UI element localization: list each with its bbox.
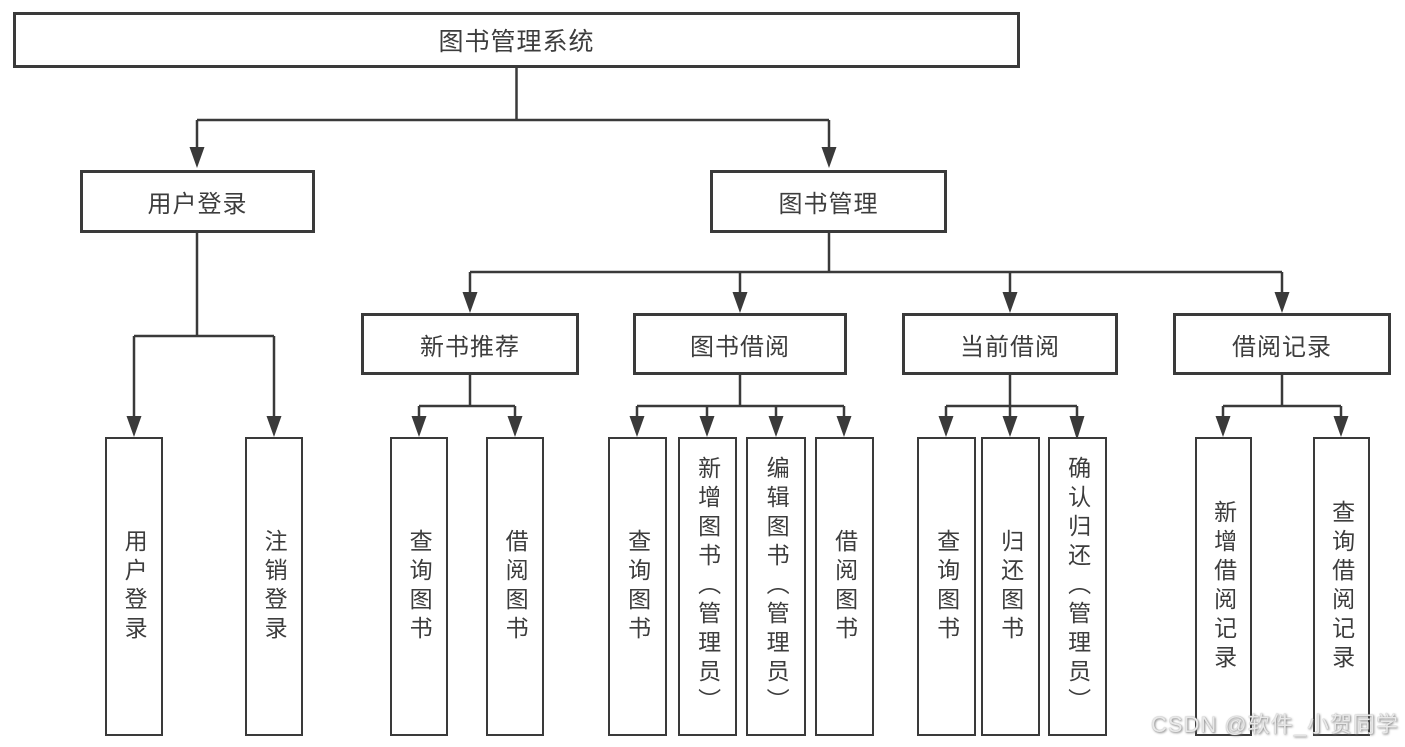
leaf-confirm-return-admin: 确认归还（管理员） [1048, 437, 1107, 736]
node-library-system: 图书管理系统 [13, 12, 1020, 68]
leaf-return-books: 归还图书 [981, 437, 1040, 736]
connector-root-to-level2 [195, 68, 831, 152]
leaf-label: 借阅图书 [831, 528, 858, 645]
connector-records-group [1221, 375, 1343, 421]
connector-user-branch [132, 233, 276, 421]
leaf-query-books-borrow: 查询图书 [608, 437, 667, 736]
node-current-borrowing: 当前借阅 [902, 313, 1118, 375]
node-borrowing-records: 借阅记录 [1173, 313, 1391, 375]
leaf-label: 新增图书（管理员） [694, 456, 721, 717]
node-user-login-branch: 用户登录 [80, 170, 315, 233]
leaf-query-books-recommend: 查询图书 [390, 437, 448, 736]
leaf-borrow-books: 借阅图书 [815, 437, 874, 736]
leaf-user-login: 用户登录 [105, 437, 163, 736]
arrowheads [126, 147, 1349, 440]
leaf-label: 查询借阅记录 [1328, 499, 1355, 674]
leaf-add-borrow-record: 新增借阅记录 [1195, 437, 1252, 736]
leaf-label: 注销登录 [261, 528, 288, 645]
leaf-label: 查询图书 [406, 528, 433, 645]
leaf-label: 借阅图书 [502, 528, 529, 645]
connector-borrow-group [635, 375, 846, 421]
leaf-query-books-current: 查询图书 [917, 437, 976, 736]
leaf-label: 用户登录 [121, 528, 148, 645]
connector-book-branch [468, 233, 1284, 297]
connector-recommend-group [417, 375, 517, 421]
node-new-book-recommend: 新书推荐 [361, 313, 579, 375]
leaf-borrow-books-recommend: 借阅图书 [486, 437, 544, 736]
leaf-label: 新增借阅记录 [1210, 499, 1237, 674]
leaf-label: 确认归还（管理员） [1064, 456, 1091, 717]
leaf-label: 归还图书 [997, 528, 1024, 645]
leaf-logout: 注销登录 [245, 437, 303, 736]
node-book-management-branch: 图书管理 [710, 170, 947, 233]
leaf-add-books-admin: 新增图书（管理员） [678, 437, 737, 736]
leaf-query-borrow-record: 查询借阅记录 [1313, 437, 1370, 736]
leaf-edit-books-admin: 编辑图书（管理员） [746, 437, 806, 736]
leaf-label: 编辑图书（管理员） [763, 456, 790, 717]
connector-current-group [944, 375, 1079, 421]
leaf-label: 查询图书 [933, 528, 960, 645]
leaf-label: 查询图书 [624, 528, 651, 645]
node-book-borrowing: 图书借阅 [633, 313, 847, 375]
